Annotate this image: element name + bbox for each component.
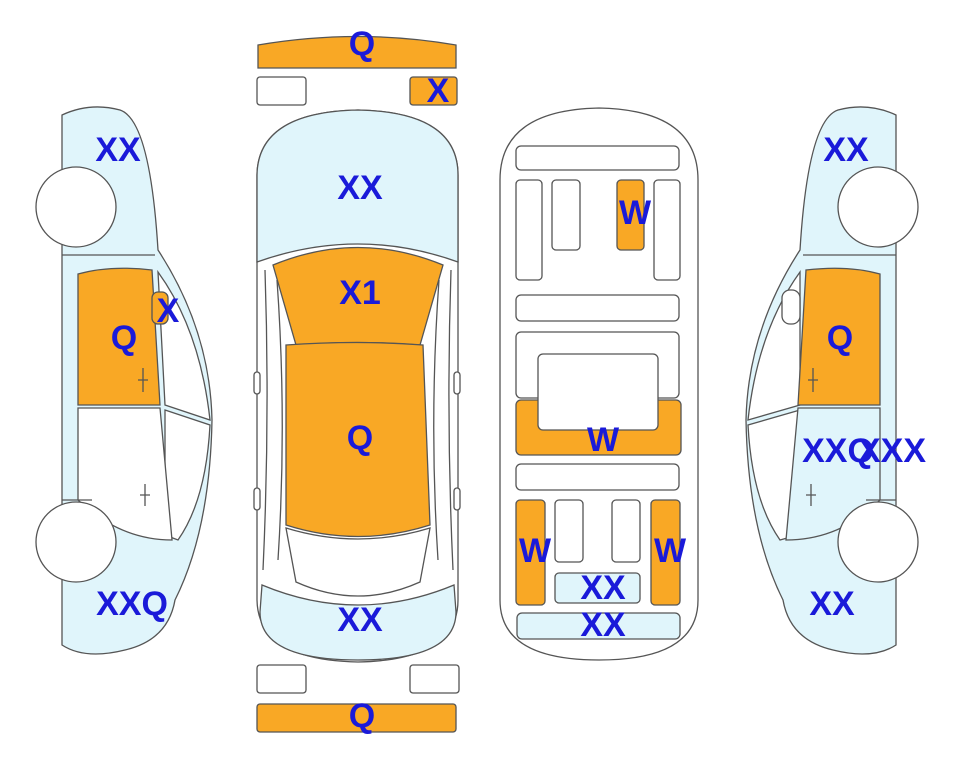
top-view: Q X XX X1 Q XX Q [253,25,461,735]
label-rear-bumper: Q [349,697,375,735]
left-mirror[interactable] [151,291,169,325]
label-floor-rear-right: W [654,532,687,570]
right-mirror[interactable] [781,289,801,325]
label-floor-rear-left: W [519,532,552,570]
left-front-door[interactable] [77,267,161,406]
left-side-view: XX Q X XXQ [35,106,213,655]
right-front-wheel [837,166,919,248]
label-left-mirror: X [157,292,180,330]
roof[interactable] [285,341,431,538]
floor-trunk[interactable] [516,612,681,640]
right-side-view: XX Q XXQ XXX XX [745,106,926,655]
rear-window[interactable] [285,527,431,597]
label-floor-rear-center: XX [580,569,626,607]
label-right-rear-quarter: XX [809,585,855,623]
front-grille-right[interactable] [409,76,458,106]
label-front-bumper: Q [349,25,375,63]
label-floor-trunk: XX [580,606,626,644]
trunk-top[interactable] [259,584,457,661]
rear-light-right[interactable] [409,664,460,694]
label-hood: XX [337,169,383,207]
left-front-wheel [35,166,117,248]
mirror-right [453,371,461,395]
left-rear-wheel [35,501,117,583]
left-glass-rear [164,409,211,541]
label-front-grille-right: X [427,72,450,110]
label-floor-center-panel: W [587,421,620,459]
label-right-front-door: Q [827,319,853,357]
left-glass-front [157,269,211,421]
underbody-view: W W W W XX XX [499,107,699,661]
right-rear-wheel [837,501,919,583]
label-rear-window: XX [337,601,383,639]
label-windshield: X1 [339,274,381,312]
label-floor-front-panel: W [619,194,652,232]
label-left-rear-quarter: XXQ [96,585,168,623]
right-glass-rear [747,409,801,541]
right-front-door[interactable] [797,267,881,406]
label-left-front-door: Q [111,319,137,357]
mirror-left [253,371,261,395]
rear-light-left[interactable] [256,664,307,694]
floor-rear-center[interactable] [554,572,641,604]
front-bumper[interactable] [257,35,457,69]
floor-rear-left[interactable] [515,499,546,606]
rear-bumper[interactable] [256,703,457,733]
front-light-left[interactable] [256,76,307,106]
label-right-rear-door: XXQ [802,432,874,470]
hood[interactable] [256,109,459,263]
floor-front-panel[interactable] [616,179,645,251]
label-right-rear-door-extra: XXX [858,432,926,470]
label-left-front-fender: XX [95,131,141,169]
floor-rear-right[interactable] [650,499,681,606]
label-right-front-fender: XX [823,131,869,169]
label-roof: Q [347,419,373,457]
